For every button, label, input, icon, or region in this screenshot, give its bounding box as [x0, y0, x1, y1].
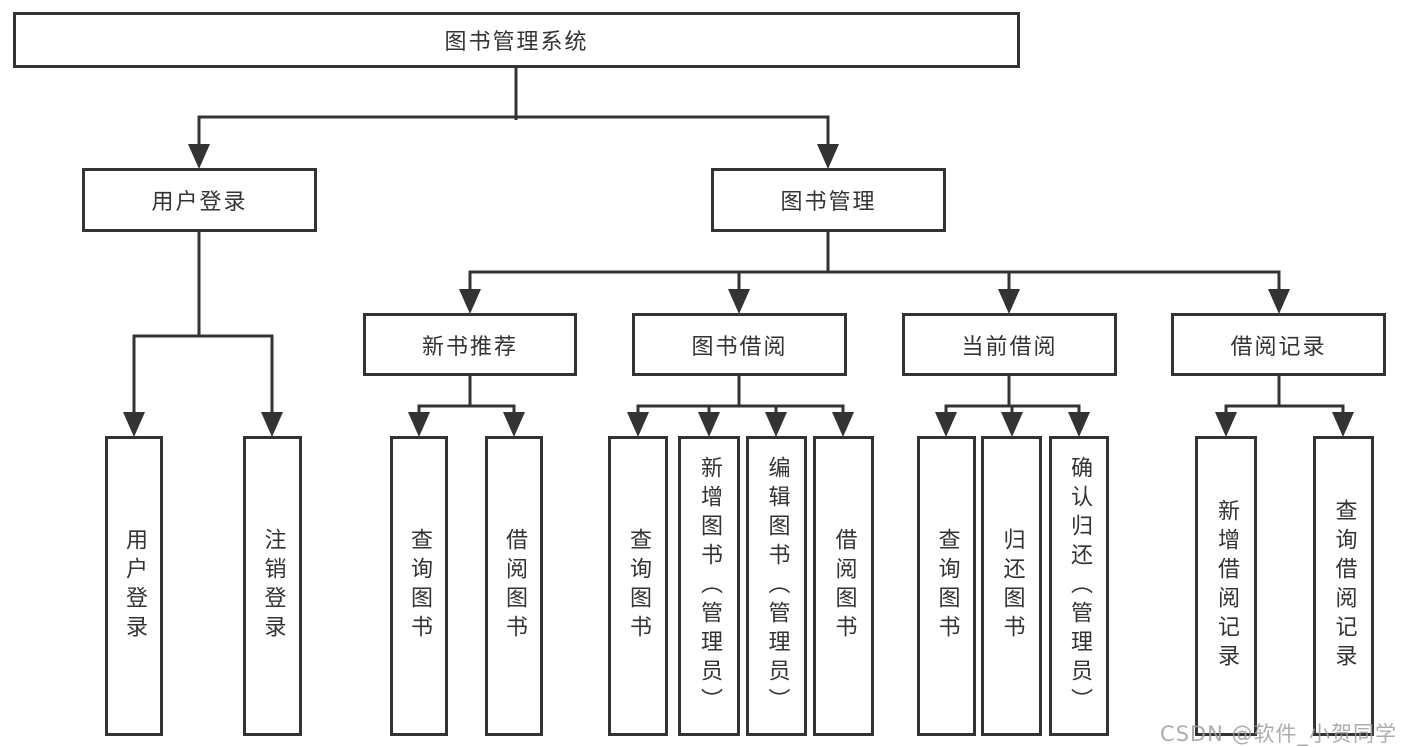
node-book-management: 图书管理 [711, 168, 946, 232]
connector-root-split [197, 115, 830, 150]
arrowhead [459, 289, 481, 314]
leaf-records-query-record: 查询借阅记录 [1313, 436, 1374, 736]
arrowhead [832, 412, 854, 437]
arrowhead [998, 289, 1020, 314]
connector-book-borrow-split [636, 404, 845, 418]
node-root-label: 图书管理系统 [444, 30, 589, 55]
arrowhead [261, 412, 283, 437]
node-current-borrow-label: 当前借阅 [961, 334, 1058, 360]
arrowhead [503, 412, 525, 437]
arrowhead [728, 289, 750, 314]
leaf-borrow-query-books: 查询图书 [608, 436, 668, 736]
watermark-text: CSDN @软件_小贺同学 [1159, 722, 1397, 746]
leaf-logout: 注销登录 [243, 436, 302, 736]
leaf-borrow-query-books-label: 查询图书 [626, 528, 651, 644]
leaf-current-confirm-return-admin-label: 确认归还（管理员） [1067, 455, 1092, 717]
connector-new-book-split [417, 404, 516, 418]
leaf-newrec-query-books: 查询图书 [390, 436, 448, 736]
arrowhead [1332, 412, 1354, 437]
arrowhead [698, 412, 720, 437]
leaf-borrow-add-books-admin-label: 新增图书（管理员） [697, 455, 722, 717]
node-user-login: 用户登录 [82, 168, 317, 232]
arrowhead [1215, 412, 1237, 437]
node-borrow-records: 借阅记录 [1171, 313, 1386, 376]
node-new-book-recommend: 新书推荐 [363, 313, 577, 376]
node-book-borrow: 图书借阅 [632, 313, 847, 376]
leaf-current-query-books: 查询图书 [917, 436, 976, 736]
leaf-borrow-add-books-admin: 新增图书（管理员） [678, 436, 740, 736]
arrowhead [188, 144, 210, 169]
leaf-newrec-query-books-label: 查询图书 [407, 528, 432, 644]
node-current-borrow: 当前借阅 [902, 313, 1117, 376]
arrowhead [123, 412, 145, 437]
arrowhead [935, 412, 957, 437]
leaf-records-add-record-label: 新增借阅记录 [1214, 499, 1239, 673]
node-root: 图书管理系统 [13, 12, 1020, 68]
connector-borrow-records-split [1224, 404, 1345, 418]
arrowhead [408, 412, 430, 437]
arrowhead [765, 412, 787, 437]
node-new-book-recommend-label: 新书推荐 [421, 334, 518, 360]
leaf-borrow-edit-books-admin-label: 编辑图书（管理员） [764, 455, 790, 717]
leaf-records-add-record: 新增借阅记录 [1195, 436, 1257, 736]
leaf-borrow-edit-books-admin: 编辑图书（管理员） [746, 436, 807, 736]
leaf-newrec-borrow-books: 借阅图书 [485, 436, 543, 736]
leaf-records-query-record-label: 查询借阅记录 [1331, 499, 1357, 673]
node-borrow-records-label: 借阅记录 [1230, 334, 1327, 360]
arrowhead [1001, 412, 1023, 437]
arrowhead [817, 144, 839, 169]
node-user-login-label: 用户登录 [151, 190, 248, 215]
connector-book-mgmt-split [468, 270, 1281, 295]
node-book-borrow-label: 图书借阅 [691, 334, 788, 360]
leaf-current-return-books-label: 归还图书 [999, 528, 1025, 644]
leaf-logout-label: 注销登录 [260, 528, 286, 644]
leaf-user-login: 用户登录 [105, 436, 163, 736]
node-book-management-label: 图书管理 [780, 190, 877, 215]
arrowhead [1268, 289, 1290, 314]
leaf-current-confirm-return-admin: 确认归还（管理员） [1049, 436, 1109, 736]
connector-user-login-split [132, 334, 274, 418]
leaf-current-query-books-label: 查询图书 [934, 528, 960, 644]
arrowhead [627, 412, 649, 437]
arrowhead [1068, 412, 1090, 437]
leaf-borrow-borrow-books-label: 借阅图书 [831, 528, 857, 644]
leaf-borrow-borrow-books: 借阅图书 [813, 436, 874, 736]
leaf-user-login-label: 用户登录 [122, 528, 147, 644]
leaf-current-return-books: 归还图书 [981, 436, 1042, 736]
leaf-newrec-borrow-books-label: 借阅图书 [502, 528, 527, 644]
